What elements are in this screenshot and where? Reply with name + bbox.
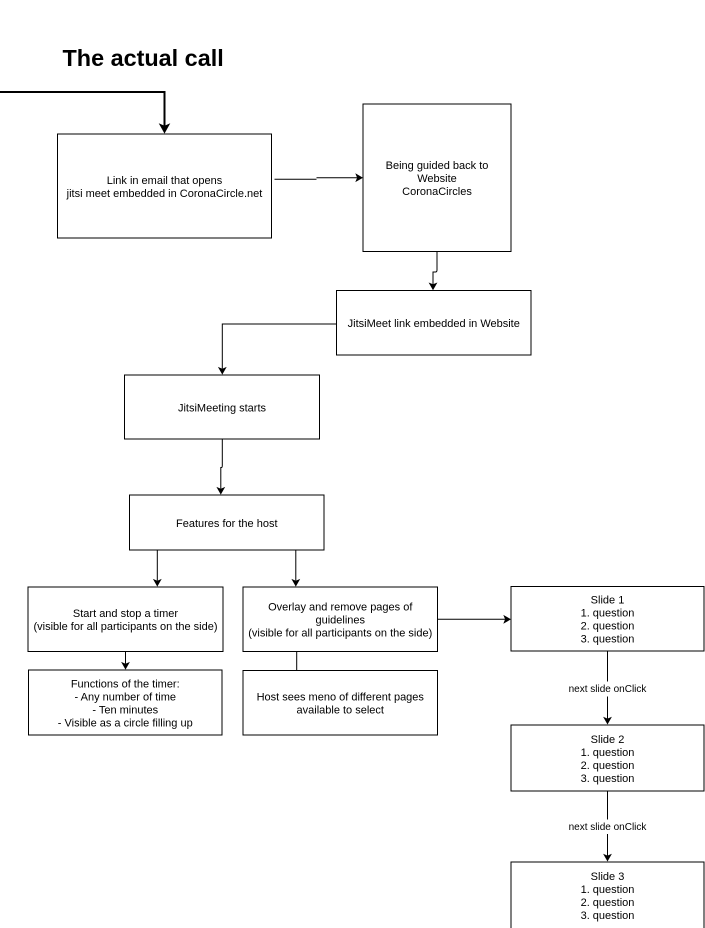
svg-text:3. question: 3. question [581,910,635,922]
svg-text:CoronaCircles: CoronaCircles [402,186,472,198]
svg-text:available to select: available to select [297,705,384,717]
svg-text:- Visible as a circle filling: - Visible as a circle filling up [58,717,193,729]
svg-text:Link in email that opens: Link in email that opens [107,175,223,187]
svg-text:JitsiMeeting starts: JitsiMeeting starts [178,402,267,414]
svg-text:Website: Website [417,173,457,185]
svg-text:(visible for all participants: (visible for all participants on the sid… [33,621,217,633]
svg-text:Being guided back to: Being guided back to [386,160,489,172]
svg-text:jitsi meet embedded in CoronaC: jitsi meet embedded in CoronaCircle.net [66,188,263,200]
svg-text:- Ten minutes: - Ten minutes [92,704,158,716]
svg-text:The actual call: The actual call [63,45,224,71]
svg-text:2. question: 2. question [581,897,635,909]
svg-text:1. question: 1. question [581,884,635,896]
svg-text:3. question: 3. question [581,634,635,646]
svg-text:Features for the host: Features for the host [176,518,278,530]
svg-text:Slide 2: Slide 2 [591,734,625,746]
svg-text:2. question: 2. question [581,621,635,633]
svg-text:1. question: 1. question [581,747,635,759]
svg-text:next slide onClick: next slide onClick [569,822,648,833]
svg-text:Slide 1: Slide 1 [591,595,625,607]
svg-text:JitsiMeet link embedded in Web: JitsiMeet link embedded in Website [348,318,520,330]
svg-text:next slide onClick: next slide onClick [569,684,648,695]
svg-text:- Any number of time: - Any number of time [75,691,177,703]
svg-text:2. question: 2. question [581,760,635,772]
svg-text:3. question: 3. question [581,773,635,785]
svg-text:guidelines: guidelines [315,615,365,627]
svg-text:Host sees meno of different pa: Host sees meno of different pages [257,692,425,704]
svg-text:Start and stop a timer: Start and stop a timer [73,608,178,620]
svg-text:Slide 3: Slide 3 [591,871,625,883]
svg-text:Functions of the timer:: Functions of the timer: [71,678,180,690]
svg-text:Overlay and remove pages of: Overlay and remove pages of [268,602,413,614]
svg-text:(visible for all participants: (visible for all participants on the sid… [248,628,432,640]
svg-text:1. question: 1. question [581,608,635,620]
